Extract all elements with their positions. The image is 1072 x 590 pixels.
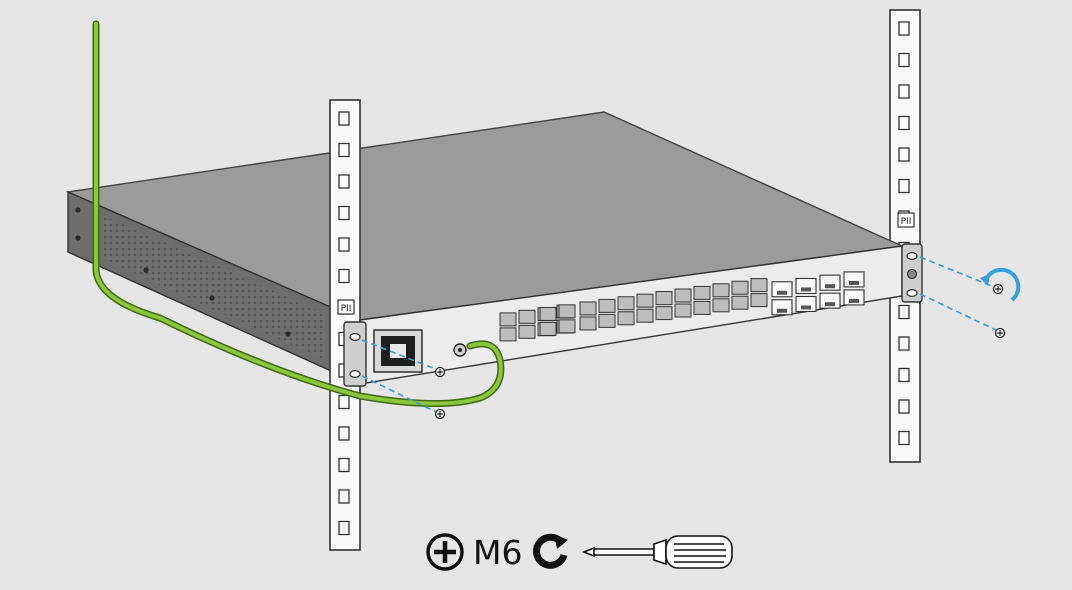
sfp-port bbox=[674, 288, 692, 303]
rack-label-right: PII bbox=[897, 212, 915, 228]
sfp-port bbox=[750, 278, 768, 293]
sfp-port bbox=[539, 321, 557, 336]
sfp-port bbox=[712, 298, 730, 313]
rack-label-left: PII bbox=[337, 299, 355, 315]
sfp-port bbox=[712, 283, 730, 298]
sfp-port bbox=[655, 306, 673, 321]
sfp-port bbox=[617, 296, 635, 311]
tool-caption: M6 bbox=[425, 528, 740, 576]
sfp-port bbox=[558, 319, 576, 334]
screw-size-label: M6 bbox=[473, 532, 523, 572]
sfp-port bbox=[499, 327, 517, 342]
sfp-port bbox=[731, 295, 749, 310]
sfp-port bbox=[518, 309, 536, 324]
sfp-port bbox=[750, 293, 768, 308]
mounting-bracket-left bbox=[343, 321, 367, 387]
sfp-port bbox=[579, 301, 597, 316]
sfp-port bbox=[579, 316, 597, 331]
sfp-port bbox=[636, 293, 654, 308]
svg-text:PII: PII bbox=[901, 217, 912, 227]
clockwise-rotate-icon bbox=[980, 267, 1021, 302]
rj45-port-group bbox=[771, 271, 865, 316]
sfp-port bbox=[558, 304, 576, 319]
power-inlet bbox=[373, 329, 423, 373]
sfp-port bbox=[693, 300, 711, 315]
sfp-port-group bbox=[499, 278, 768, 342]
sfp-port bbox=[693, 285, 711, 300]
rack-rail-right bbox=[889, 9, 921, 463]
sfp-port bbox=[674, 303, 692, 318]
side-vent-grille bbox=[100, 214, 325, 360]
screw-guide-lines bbox=[361, 256, 997, 413]
svg-text:PII: PII bbox=[341, 304, 352, 314]
screw-icon bbox=[434, 283, 1006, 420]
sfp-port bbox=[617, 311, 635, 326]
phillips-head-icon bbox=[426, 533, 464, 571]
mounting-bracket-right bbox=[901, 243, 923, 303]
clockwise-rotate-icon bbox=[533, 533, 569, 569]
sfp-port bbox=[598, 298, 616, 313]
sfp-port bbox=[636, 308, 654, 323]
sfp-port bbox=[731, 280, 749, 295]
ground-terminal bbox=[453, 343, 467, 357]
sfp-port bbox=[518, 324, 536, 339]
screwdriver-icon bbox=[582, 535, 734, 569]
sfp-port bbox=[539, 306, 557, 321]
sfp-port bbox=[598, 313, 616, 328]
sfp-port bbox=[499, 312, 517, 327]
sfp-port bbox=[655, 291, 673, 306]
